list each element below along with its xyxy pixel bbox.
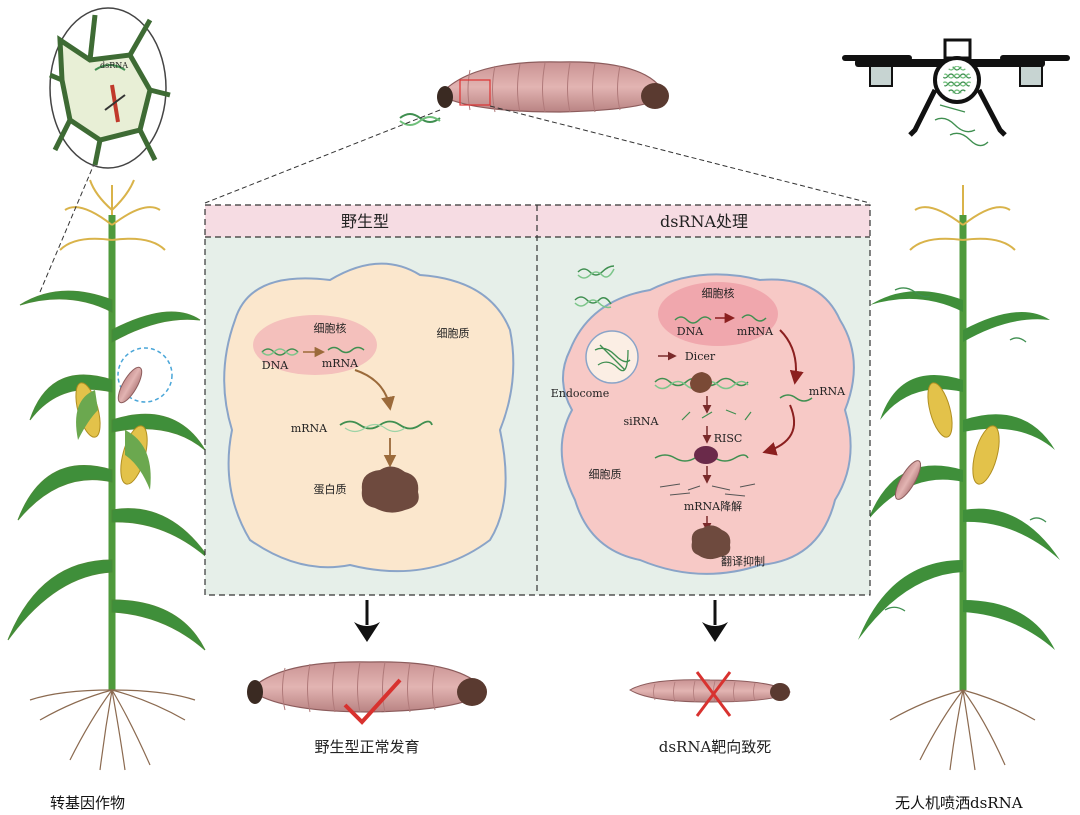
inhibition-label: 翻译抑制 xyxy=(721,554,765,568)
dicer-enzyme xyxy=(690,372,712,393)
dsrna-outcome-label: dsRNA靶向致死 xyxy=(659,738,772,756)
wild-type-cell: 细胞核 细胞质 DNA mRNA mRNA 蛋白质 xyxy=(223,262,515,573)
dsrna-dna-label: DNA xyxy=(677,325,704,338)
right-caption: 无人机喷洒dsRNA xyxy=(895,794,1023,812)
dicer-label: Dicer xyxy=(685,350,716,363)
wild-cytoplasm-label: 细胞质 xyxy=(437,327,470,340)
wild-nuclear-mrna-strand xyxy=(327,346,365,354)
drone xyxy=(842,38,1070,147)
dead-larva xyxy=(629,671,791,717)
outcome-arrows xyxy=(354,600,728,642)
larva-top xyxy=(399,61,669,126)
dsrna-mrna-label: mRNA xyxy=(809,385,846,398)
sirna-label: siRNA xyxy=(623,415,659,428)
wild-protein-label: 蛋白质 xyxy=(314,482,347,496)
degraded-mrna-fragments xyxy=(659,483,756,497)
dsrna-cell: 细胞核 DNA mRNA mRNA Endocome Dicer siR xyxy=(551,265,855,575)
wild-mrna-label: mRNA xyxy=(291,422,328,435)
inset-dsrna-label: dsRNA xyxy=(100,61,128,70)
check-mark-icon xyxy=(343,678,402,725)
wild-dna-label: DNA xyxy=(262,359,289,372)
cross-mark-icon xyxy=(695,671,732,717)
dsrna-nucleus xyxy=(658,282,778,346)
wild-outcome-label: 野生型正常发育 xyxy=(314,738,419,756)
wild-dna-strand xyxy=(261,348,299,356)
transgenic-corn-plant xyxy=(7,149,211,771)
sprayed-corn-plant xyxy=(858,185,1060,771)
extracellular-dsrna xyxy=(574,265,615,309)
healthy-larva xyxy=(247,661,487,725)
wild-protein xyxy=(361,466,419,513)
dsrna-nuclear-mrna-label: mRNA xyxy=(737,325,774,338)
left-caption: 转基因作物 xyxy=(50,794,126,812)
wild-mrna-strand xyxy=(339,420,433,430)
inhibited-protein xyxy=(691,525,731,560)
dsrna-nucleus-label: 细胞核 xyxy=(702,286,735,300)
wild-nucleus xyxy=(253,315,377,375)
dsrna-treatment-title: dsRNA处理 xyxy=(660,212,748,231)
wild-nucleus-label: 细胞核 xyxy=(314,321,347,335)
dsrna-cytoplasm-label: 细胞质 xyxy=(589,468,622,481)
endosome-label: Endocome xyxy=(551,387,610,400)
risc-complex xyxy=(694,446,718,464)
degradation-label: mRNA降解 xyxy=(684,499,742,513)
wild-nuclear-mrna-label: mRNA xyxy=(322,357,359,370)
wild-type-title: 野生型 xyxy=(341,212,389,231)
sirna-fragments xyxy=(681,409,752,421)
risc-label: RISC xyxy=(714,432,743,445)
plant-cell-inset: dsRNA xyxy=(49,7,171,169)
